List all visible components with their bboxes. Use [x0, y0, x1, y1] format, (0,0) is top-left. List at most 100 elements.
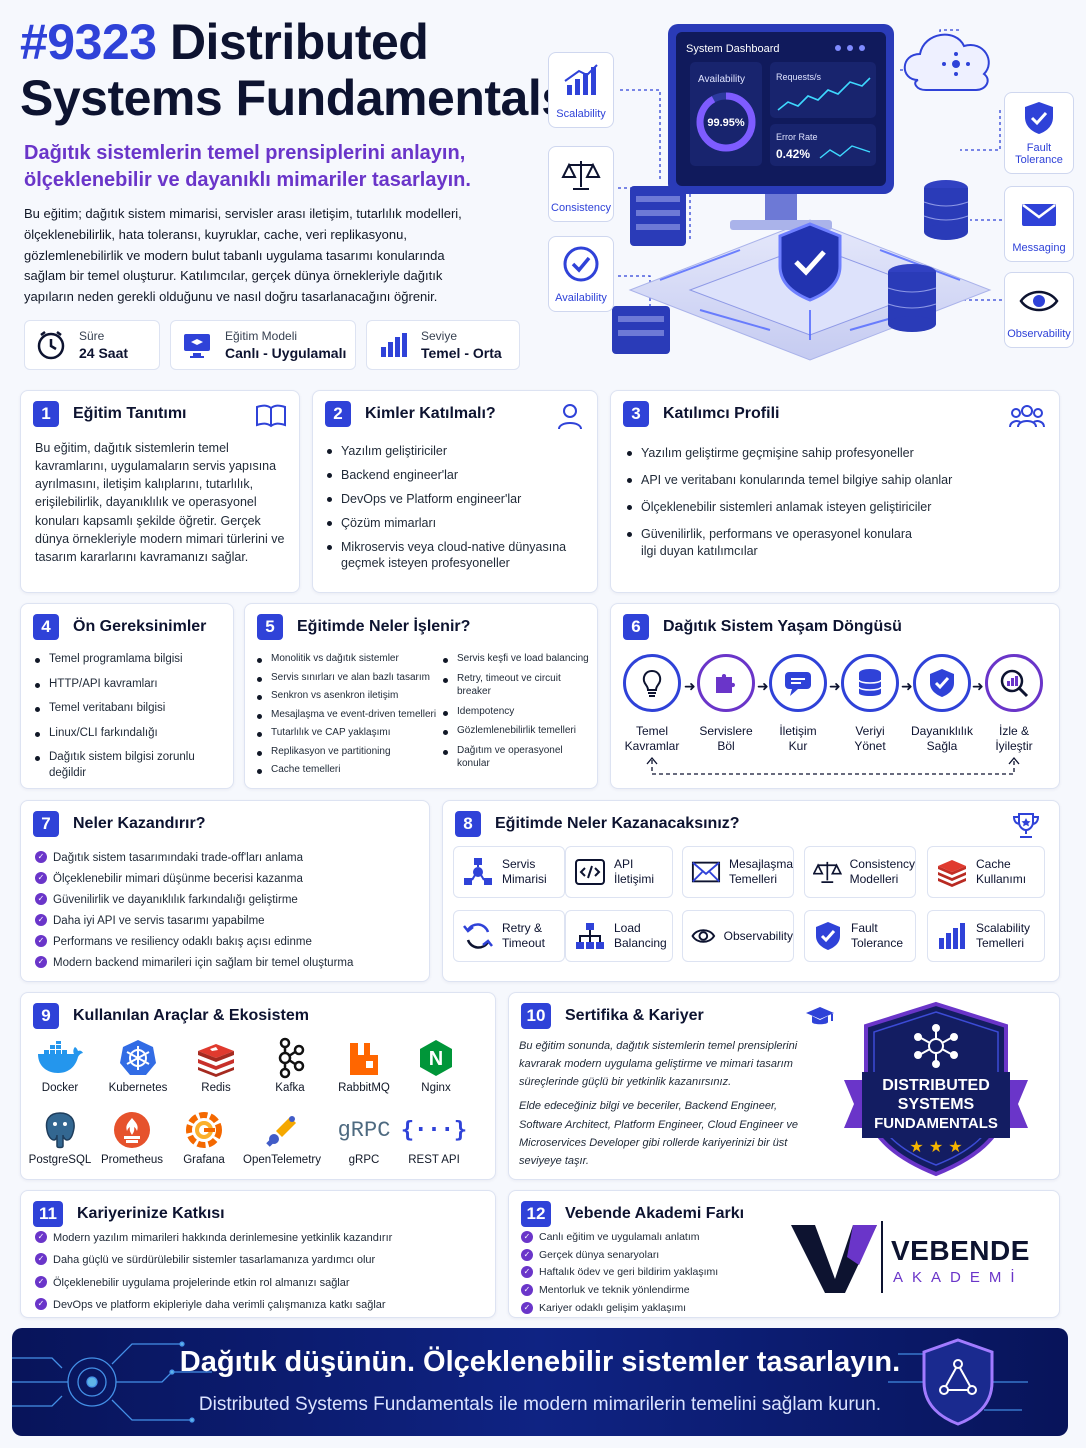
tool-redis: Redis [176, 1038, 256, 1094]
bars-icon [381, 333, 407, 357]
redis-icon [198, 1044, 234, 1077]
list-item: Ölçeklenebilir sistemleri anlamak isteye… [625, 499, 1045, 516]
chevron-right-icon: ➜ [757, 678, 769, 694]
list-item: Dağıtım ve operasyonel konular [441, 744, 597, 771]
section-title: Dağıtık Sistem Yaşam Döngüsü [663, 618, 902, 635]
feature-label: Scalability [556, 108, 606, 121]
kafka-icon [278, 1037, 305, 1079]
section-number: 10 [521, 1003, 551, 1029]
tool-label: RabbitMQ [338, 1082, 390, 1094]
hero-illustration: System Dashboard Availability 99.95% Req… [612, 24, 1002, 361]
certificate-p2: Elde edeceğiniz bilgi ve beceriler, Back… [519, 1100, 799, 1167]
chevron-right-icon: ➜ [684, 678, 696, 694]
grafana-icon [186, 1112, 222, 1148]
list-item: Daha iyi API ve servis tasarımı yapabilm… [35, 913, 425, 929]
tool-docker: Docker [20, 1038, 100, 1094]
scale-icon [561, 161, 601, 190]
postgresql-icon [45, 1112, 75, 1149]
tool-label: OpenTelemetry [243, 1154, 321, 1166]
svg-text:N: N [429, 1048, 443, 1070]
list-item: Güvenilirlik, performans ve operasyonel … [625, 526, 915, 560]
shield-graphic [778, 222, 842, 302]
badge-line1: DISTRIBUTED [882, 1077, 990, 1094]
network-icon [914, 1024, 958, 1068]
error-label: Error Rate [776, 132, 818, 142]
section-number: 7 [33, 811, 59, 837]
title-line1: Distributed [169, 14, 429, 70]
monitor-icon [184, 334, 210, 358]
section-title: Vebende Akademi Farkı [565, 1205, 745, 1222]
footer-headline: Dağıtık düşünün. Ölçeklenebilir sistemle… [179, 1346, 901, 1378]
footer-shield-icon [888, 1338, 1028, 1426]
person-icon [558, 404, 582, 430]
check-circle-icon [563, 246, 599, 282]
puzzle-icon [716, 674, 735, 693]
section-number: 9 [33, 1003, 59, 1029]
lifecycle-step-3 [769, 654, 827, 712]
opentelemetry-icon [266, 1116, 296, 1147]
section-body: Bu eğitim, dağıtık sistemlerin temel kav… [35, 441, 285, 564]
shield-icon [1025, 102, 1053, 134]
list-item: Mesajlaşma ve event-driven temelleri [255, 708, 445, 722]
redis-icon [938, 860, 966, 887]
list-item: Ölçeklenebilir uygulama projelerinde etk… [35, 1275, 491, 1290]
tool-nginx: N Nginx [396, 1038, 476, 1094]
chart-up-icon [564, 64, 598, 95]
requests-sparkline [777, 77, 871, 111]
list-item: Canlı eğitim ve uygulamalı anlatım [521, 1231, 791, 1245]
list-item: Daha güçlü ve sürdürülebilir sistemler t… [35, 1253, 491, 1267]
feature-consistency: Consistency [548, 146, 614, 222]
list-item: Gözlemlenebilirlik temelleri [441, 724, 597, 738]
server-bottom-graphic [612, 306, 670, 354]
trophy-icon [1012, 813, 1040, 838]
list-item: Modern backend mimarileri için sağlam bi… [35, 955, 425, 971]
meta-value: Temel - Orta [421, 345, 502, 361]
lifecycle-loop-arrow [646, 756, 1020, 775]
topics-col1: Monolitik vs dağıtık sistemler Servis sı… [255, 652, 445, 784]
feature-availability: Availability [548, 236, 614, 312]
list-item: Monolitik vs dağıtık sistemler [255, 652, 445, 666]
hero-subtitle: Dağıtık sistemlerin temel prensiplerini … [24, 140, 524, 194]
section-title: Eğitimde Neler Kazanacaksınız? [495, 815, 740, 832]
circuit-traces [659, 249, 961, 340]
clock-icon [37, 331, 65, 360]
vebende-divider [881, 1221, 883, 1293]
lifecycle-label: İzle &İyileştir [995, 724, 1033, 753]
prereq-list: Temel programlama bilgisi HTTP/API kavra… [33, 652, 233, 788]
tool-grafana: Grafana [164, 1110, 244, 1166]
profile-list: Yazılım geliştirme geçmişine sahip profe… [625, 445, 1045, 566]
tool-rest-api: {···} REST API [394, 1110, 474, 1167]
footer-banner: Dağıtık düşünün. Ölçeklenebilir sistemle… [12, 1328, 1068, 1436]
title-line2: Systems Fundamentals [20, 70, 569, 126]
tool-label: gRPC [348, 1154, 380, 1166]
lightbulb-icon [642, 669, 662, 697]
section-title: Kullanılan Araçlar & Ekosistem [73, 1007, 309, 1024]
footer-sub: Distributed Systems Fundamentals ile mod… [198, 1394, 882, 1415]
requests-label: Requests/s [776, 72, 822, 82]
tool-label: REST API [408, 1154, 460, 1166]
cloud-graphic [903, 33, 990, 91]
list-item: Yazılım geliştiriciler [325, 443, 585, 460]
list-item: Servis sınırları ve alan bazlı tasarım [255, 671, 445, 685]
who-list: Yazılım geliştiriciler Backend engineer'… [325, 443, 585, 579]
chevron-right-icon: ➜ [901, 678, 913, 694]
tool-label: PostgreSQL [28, 1154, 92, 1166]
list-item: Kariyer odaklı gelişim yaklaşımı [521, 1301, 791, 1316]
monitor-graphic: System Dashboard Availability 99.95% Req… [668, 24, 894, 230]
